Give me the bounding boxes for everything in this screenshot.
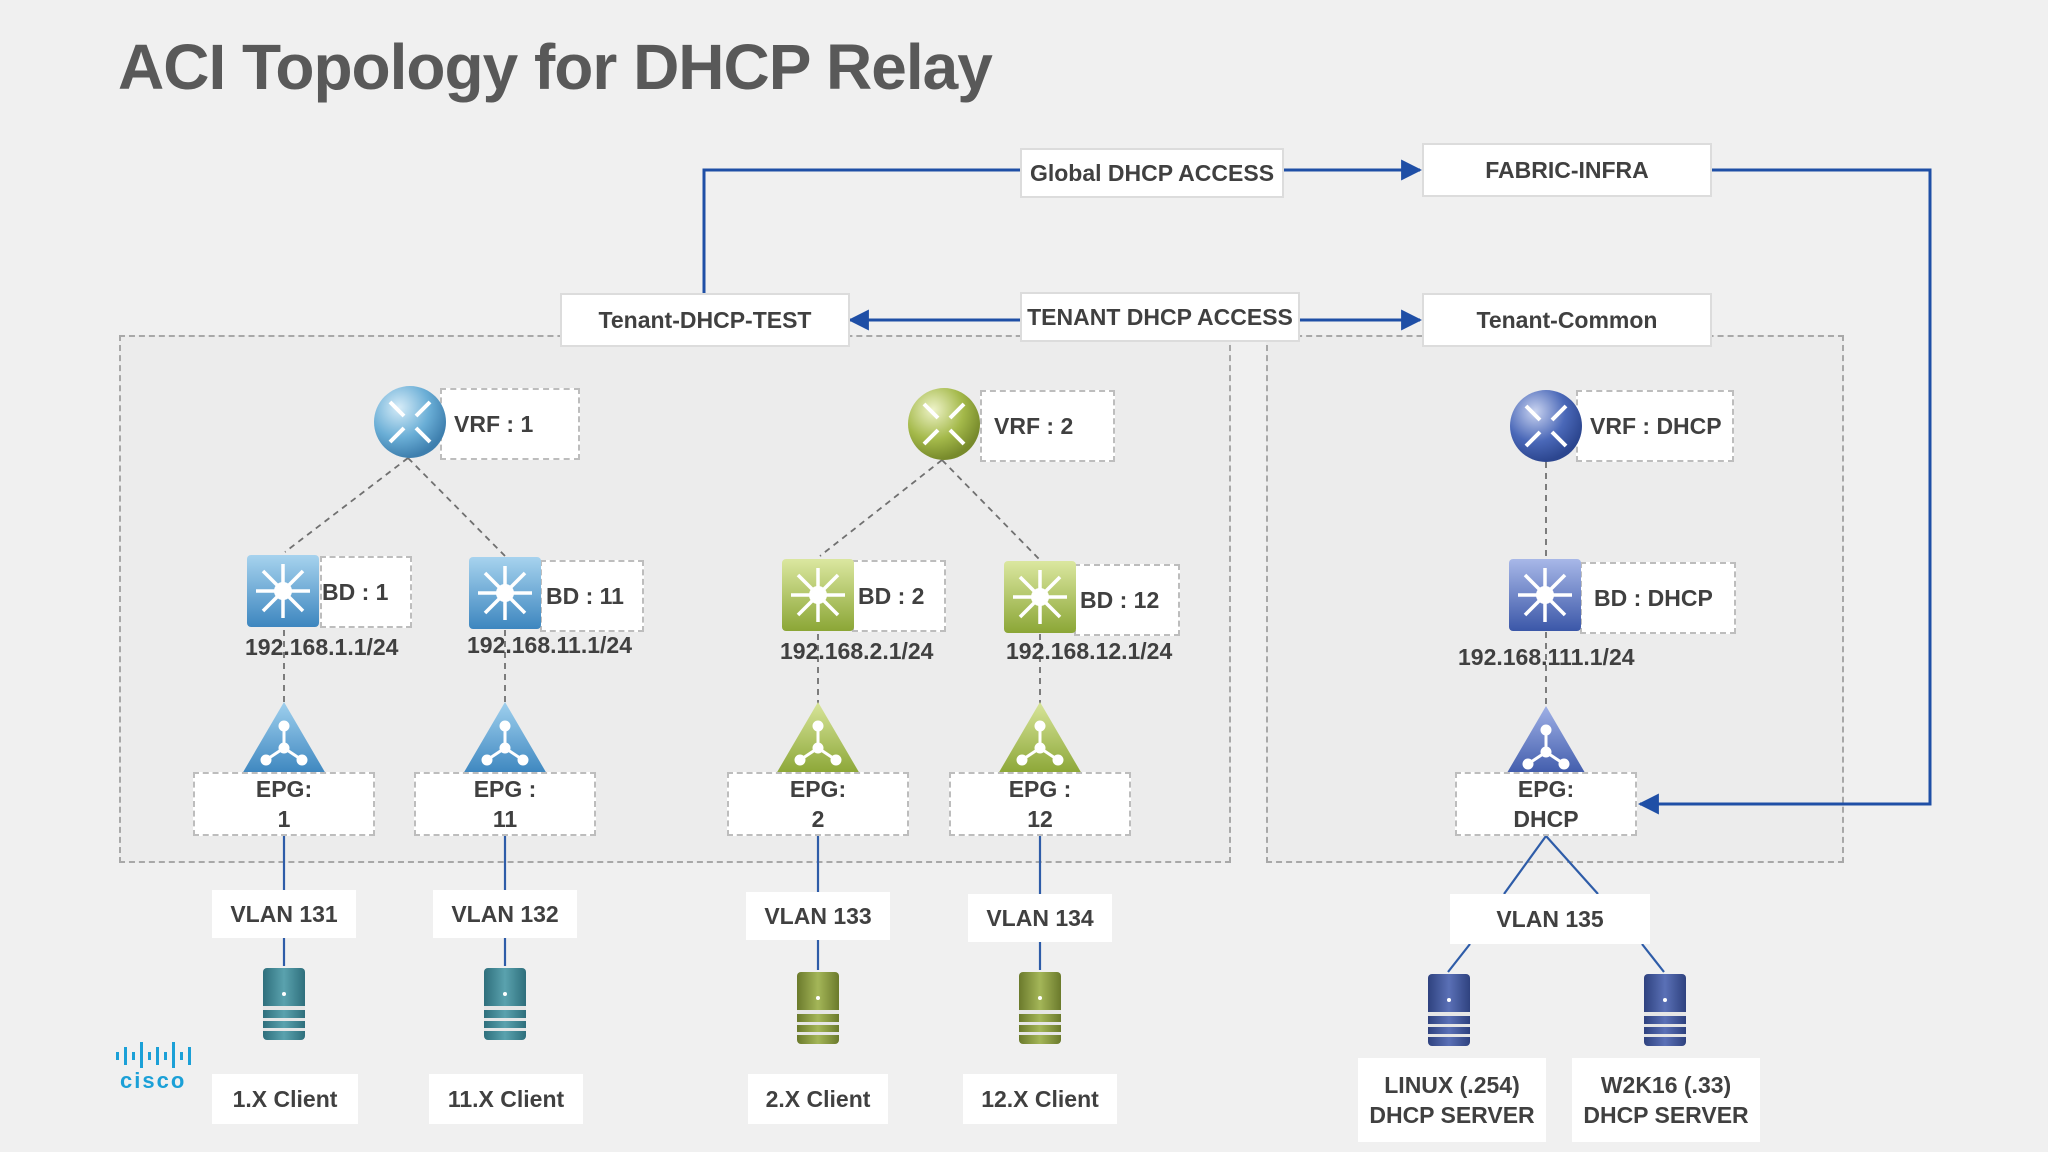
epg-1-label: EPG: 1 xyxy=(193,772,375,836)
epg-dhcp-label: EPG: DHCP xyxy=(1455,772,1637,836)
vlan-133-label: VLAN 133 xyxy=(746,892,890,940)
client-1-label: 1.X Client xyxy=(212,1074,358,1124)
vrf-1-label: VRF : 1 xyxy=(440,388,580,460)
epg-2-label: EPG: 2 xyxy=(727,772,909,836)
fabric-infra-box: FABRIC-INFRA xyxy=(1422,143,1712,197)
bd-12-subnet: 192.168.12.1/24 xyxy=(1006,638,1173,664)
w2k16-dhcp-server-label: W2K16 (.33) DHCP SERVER xyxy=(1572,1058,1760,1142)
bd-2-subnet: 192.168.2.1/24 xyxy=(780,638,934,664)
linux-server-line1: LINUX (.254) xyxy=(1384,1072,1520,1098)
epg-1-line1: EPG: xyxy=(255,776,313,802)
vrf-2-router-icon xyxy=(908,388,980,460)
epg-1-icon xyxy=(242,702,326,774)
tenant-common-label: Tenant-Common xyxy=(1422,293,1712,347)
vlan-135-label: VLAN 135 xyxy=(1450,894,1650,944)
linux-dhcp-server-label: LINUX (.254) DHCP SERVER xyxy=(1358,1058,1546,1142)
bd-11-label: BD : 11 xyxy=(540,560,644,632)
bd-11-subnet: 192.168.11.1/24 xyxy=(467,632,632,658)
cisco-logo-text: cisco xyxy=(120,1068,187,1093)
epg-12-line2: 12 xyxy=(1027,806,1053,832)
epg-12-label: EPG : 12 xyxy=(949,772,1131,836)
epg-2-icon xyxy=(776,702,860,774)
epg-12-icon xyxy=(998,702,1082,774)
bd-1-subnet: 192.168.1.1/24 xyxy=(245,634,399,660)
client-11-server-icon xyxy=(484,968,526,1040)
epg-dhcp-line1: EPG: xyxy=(1517,776,1575,802)
client-12-label: 12.X Client xyxy=(963,1074,1117,1124)
epg-dhcp-line2: DHCP xyxy=(1513,806,1579,832)
client-12-server-icon xyxy=(1019,972,1061,1044)
vlan-132-label: VLAN 132 xyxy=(433,890,577,938)
vlan-134-label: VLAN 134 xyxy=(968,894,1112,942)
bd-11-switch-icon xyxy=(469,557,541,629)
bd-dhcp-switch-icon xyxy=(1509,559,1581,631)
bd-1-label: BD : 1 xyxy=(320,556,412,628)
vrf-dhcp-router-icon xyxy=(1510,390,1582,462)
page-title: ACI Topology for DHCP Relay xyxy=(118,31,993,103)
w2k16-dhcp-server-icon xyxy=(1644,974,1686,1046)
epg-12-line1: EPG : xyxy=(1008,776,1072,802)
client-2-label: 2.X Client xyxy=(748,1074,888,1124)
epg-2-line2: 2 xyxy=(811,806,825,832)
bd-dhcp-subnet: 192.168.111.1/24 xyxy=(1458,644,1635,670)
bd-12-switch-icon xyxy=(1004,561,1076,633)
epg-1-line2: 1 xyxy=(277,806,291,832)
linux-server-line2: DHCP SERVER xyxy=(1369,1102,1535,1128)
vlan-131-label: VLAN 131 xyxy=(212,890,356,938)
epg-11-icon xyxy=(463,702,547,774)
tenant-dhcp-test-label: Tenant-DHCP-TEST xyxy=(560,293,850,347)
vrf-1-router-icon xyxy=(374,386,446,458)
fabric-infra-return-line xyxy=(1637,168,1932,815)
linux-dhcp-server-icon xyxy=(1428,974,1470,1046)
vrf-2-label: VRF : 2 xyxy=(980,390,1115,462)
epg-11-line1: EPG : xyxy=(473,776,537,802)
cisco-logo-bars-icon xyxy=(116,1042,191,1068)
bd-2-label: BD : 2 xyxy=(852,560,946,632)
vrf-dhcp-label: VRF : DHCP xyxy=(1576,390,1734,462)
w2k16-server-line1: W2K16 (.33) xyxy=(1600,1072,1732,1098)
epg-11-label: EPG : 11 xyxy=(414,772,596,836)
w2k16-server-line2: DHCP SERVER xyxy=(1583,1102,1749,1128)
epg-2-line1: EPG: xyxy=(789,776,847,802)
client-1-server-icon xyxy=(263,968,305,1040)
epg-11-line2: 11 xyxy=(492,806,518,832)
bd-dhcp-label: BD : DHCP xyxy=(1580,562,1736,634)
client-2-server-icon xyxy=(797,972,839,1044)
bd-2-switch-icon xyxy=(782,559,854,631)
tenant-dhcp-access-label: TENANT DHCP ACCESS xyxy=(1020,292,1300,342)
global-dhcp-access-label: Global DHCP ACCESS xyxy=(1020,148,1284,198)
global-access-line-left xyxy=(702,168,1020,296)
bd-12-label: BD : 12 xyxy=(1074,564,1180,636)
bd-1-switch-icon xyxy=(247,555,319,627)
client-11-label: 11.X Client xyxy=(429,1074,583,1124)
epg-dhcp-icon xyxy=(1504,706,1588,778)
